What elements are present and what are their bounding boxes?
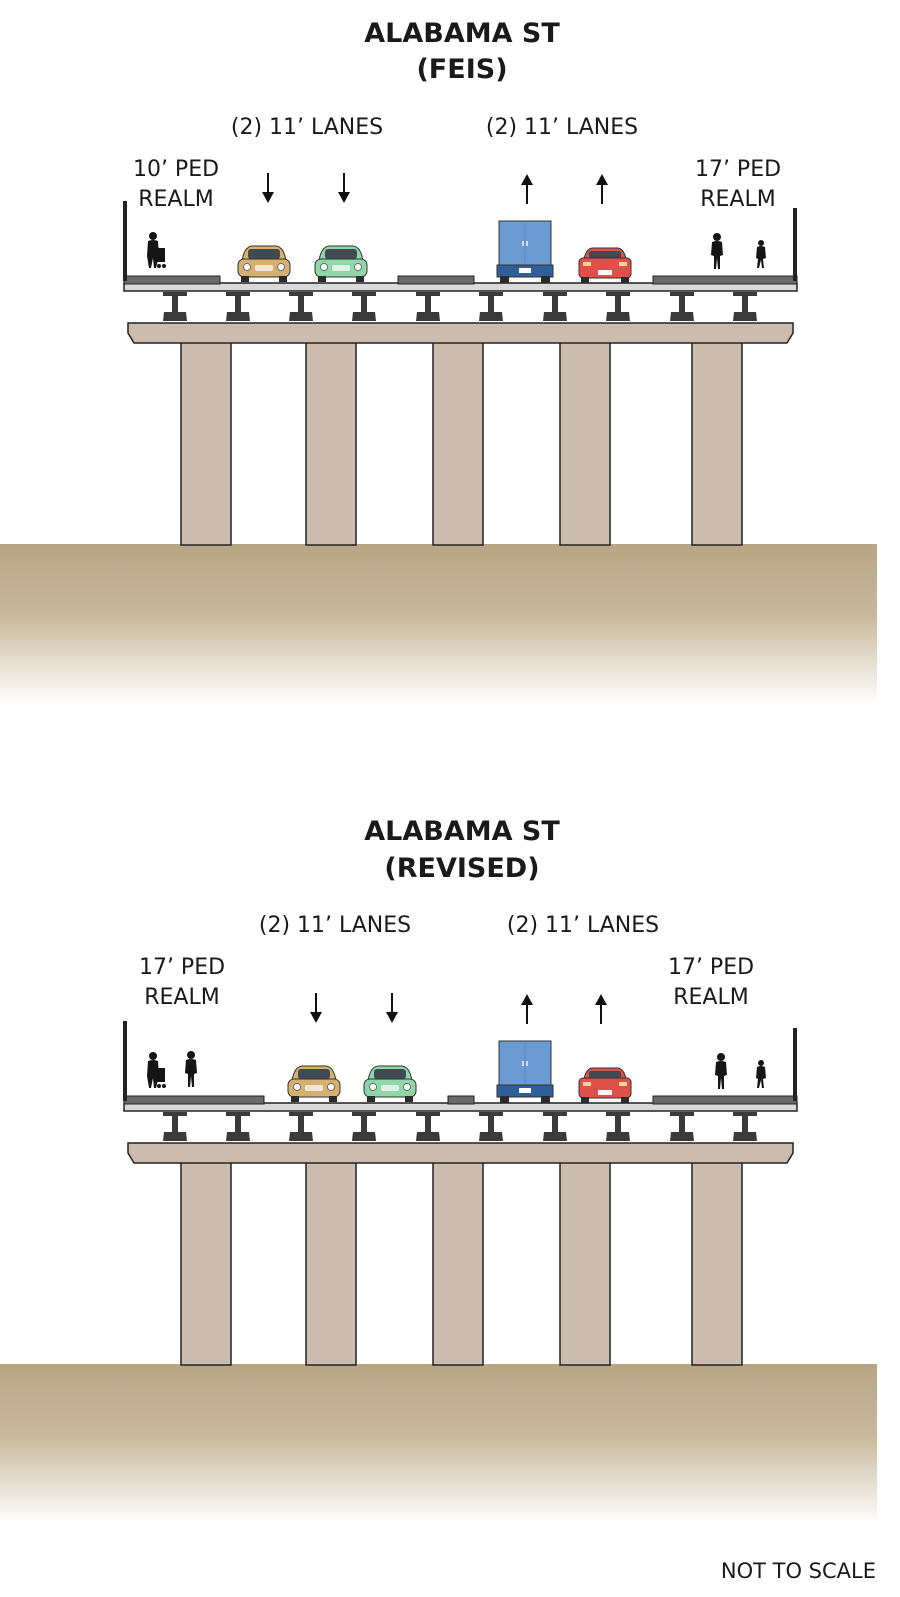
lanes-right-label: (2) 11’ LANES	[486, 115, 638, 140]
bridge-piers	[180, 340, 743, 546]
left-sidewalk	[123, 275, 221, 285]
bridge-piers	[180, 1160, 743, 1366]
car-icon	[314, 245, 368, 283]
car-icon	[287, 1065, 341, 1103]
scale-note: NOT TO SCALE	[721, 1559, 876, 1583]
northbound-arrow-icon	[596, 174, 608, 204]
southbound-arrow-icon	[338, 173, 350, 203]
southbound-arrow-icon	[262, 173, 274, 203]
car-icon	[363, 1065, 417, 1103]
ped-right-label-line2: REALM	[700, 187, 775, 212]
section-title-line1: ALABAMA ST	[364, 18, 560, 49]
pedestrian-with-stroller-icon	[147, 1052, 166, 1088]
ped-right-label-line1: 17’ PED	[668, 955, 754, 980]
ped-left-label-line2: REALM	[138, 187, 213, 212]
pedestrian-icon	[756, 1060, 766, 1088]
right-sidewalk	[652, 275, 798, 285]
ped-right-label-line1: 17’ PED	[695, 157, 781, 182]
ground	[0, 544, 877, 704]
right-railing	[793, 1028, 797, 1101]
pier-cap	[127, 1142, 794, 1164]
pier-cap	[127, 322, 794, 344]
section-feis: ALABAMA ST (FEIS) (2) 11’ LANES (2) 11’ …	[0, 18, 877, 704]
ped-right-label-line2: REALM	[673, 985, 748, 1010]
left-sidewalk	[123, 1095, 265, 1105]
lanes-right-label: (2) 11’ LANES	[507, 913, 659, 938]
pedestrian-icon	[711, 233, 723, 269]
median	[397, 275, 475, 285]
car-icon	[578, 247, 632, 284]
pedestrian-with-stroller-icon	[147, 232, 166, 268]
car-icon	[578, 1067, 632, 1104]
section-title-line2: (FEIS)	[416, 54, 507, 85]
southbound-arrow-icon	[386, 993, 398, 1023]
section-title-line2: (REVISED)	[384, 853, 539, 884]
median	[447, 1095, 475, 1105]
pedestrian-icon	[756, 240, 766, 268]
southbound-arrow-icon	[310, 993, 322, 1023]
right-sidewalk	[652, 1095, 798, 1105]
northbound-arrow-icon	[521, 994, 533, 1024]
lanes-left-label: (2) 11’ LANES	[231, 115, 383, 140]
right-railing	[793, 208, 797, 281]
girders	[163, 1112, 757, 1141]
truck-icon	[496, 1040, 554, 1104]
truck-icon	[496, 220, 554, 284]
girders	[163, 292, 757, 321]
pedestrian-icon	[715, 1053, 727, 1089]
northbound-arrow-icon	[521, 174, 533, 204]
left-railing	[123, 201, 127, 281]
left-railing	[123, 1021, 127, 1101]
section-title-line1: ALABAMA ST	[364, 816, 560, 847]
pedestrian-icon	[185, 1051, 197, 1087]
ground	[0, 1364, 877, 1524]
car-icon	[237, 245, 291, 283]
ped-left-label-line1: 17’ PED	[139, 955, 225, 980]
lanes-left-label: (2) 11’ LANES	[259, 913, 411, 938]
ped-left-label-line2: REALM	[144, 985, 219, 1010]
section-revised: ALABAMA ST (REVISED) (2) 11’ LANES (2) 1…	[0, 816, 877, 1524]
northbound-arrow-icon	[595, 994, 607, 1024]
ped-left-label-line1: 10’ PED	[133, 157, 219, 182]
